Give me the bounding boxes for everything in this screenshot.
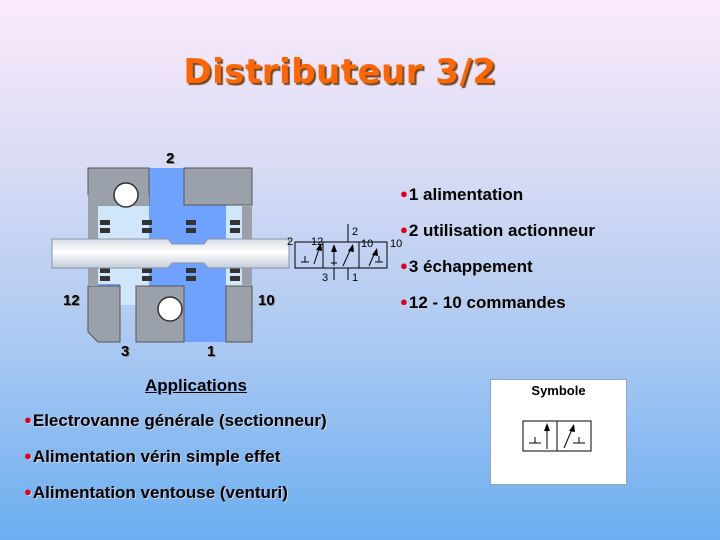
bullet-dot-icon: ● — [400, 222, 408, 237]
port-label-3: 3 — [121, 343, 130, 360]
symbol-label-1: 1 — [352, 272, 359, 284]
port-label-10: 10 — [258, 292, 275, 309]
symbol-label-left-12: 12 — [311, 236, 324, 248]
list-item: ●2 utilisation actionneur — [400, 221, 595, 240]
list-item: ●3 échappement — [400, 257, 533, 276]
page-title: Distributeur 3/2 — [183, 52, 497, 92]
applications-list: ●Electrovanne générale (sectionneur) ●Al… — [24, 411, 327, 519]
symbol-caption: Symbole — [531, 383, 586, 398]
wall-bottom-left — [88, 268, 98, 286]
symbol-label-3: 3 — [322, 272, 329, 284]
spool-rod — [51, 238, 290, 269]
list-item: ●1 alimentation — [400, 185, 524, 204]
list-item: ●12 - 10 commandes — [400, 293, 566, 312]
bullet-dot-icon: ● — [24, 448, 32, 463]
top-port-seal — [113, 182, 139, 208]
valve-symbol — [522, 420, 592, 452]
port-label-12: 12 — [63, 292, 80, 309]
symbol-label-right-outer-10: 10 — [390, 238, 403, 250]
port-description-list: ●1 alimentation ●2 utilisation actionneu… — [400, 185, 595, 329]
wall-top-left — [88, 205, 98, 243]
symbol-box: Symbole — [490, 379, 627, 485]
bullet-dot-icon: ● — [24, 484, 32, 499]
bottom-left-block — [87, 285, 121, 343]
symbol-label-right-inner-10: 10 — [361, 238, 374, 250]
list-item: ●Alimentation ventouse (venturi) — [24, 483, 288, 502]
bullet-dot-icon: ● — [24, 412, 32, 427]
bullet-dot-icon: ● — [400, 294, 408, 309]
bullet-dot-icon: ● — [400, 186, 408, 201]
wall-top-right — [242, 205, 252, 243]
list-item: ●Electrovanne générale (sectionneur) — [24, 411, 327, 430]
list-item: ●Alimentation vérin simple effet — [24, 447, 281, 466]
port-label-1: 1 — [207, 343, 216, 360]
symbol-label-left-2: 2 — [287, 236, 294, 248]
bullet-dot-icon: ● — [400, 258, 408, 273]
bottom-port-seal — [157, 296, 183, 322]
symbol-label-top-2: 2 — [352, 226, 359, 238]
wall-bottom-right — [242, 268, 252, 286]
port-label-2: 2 — [166, 150, 175, 167]
applications-heading: Applications — [145, 376, 248, 395]
